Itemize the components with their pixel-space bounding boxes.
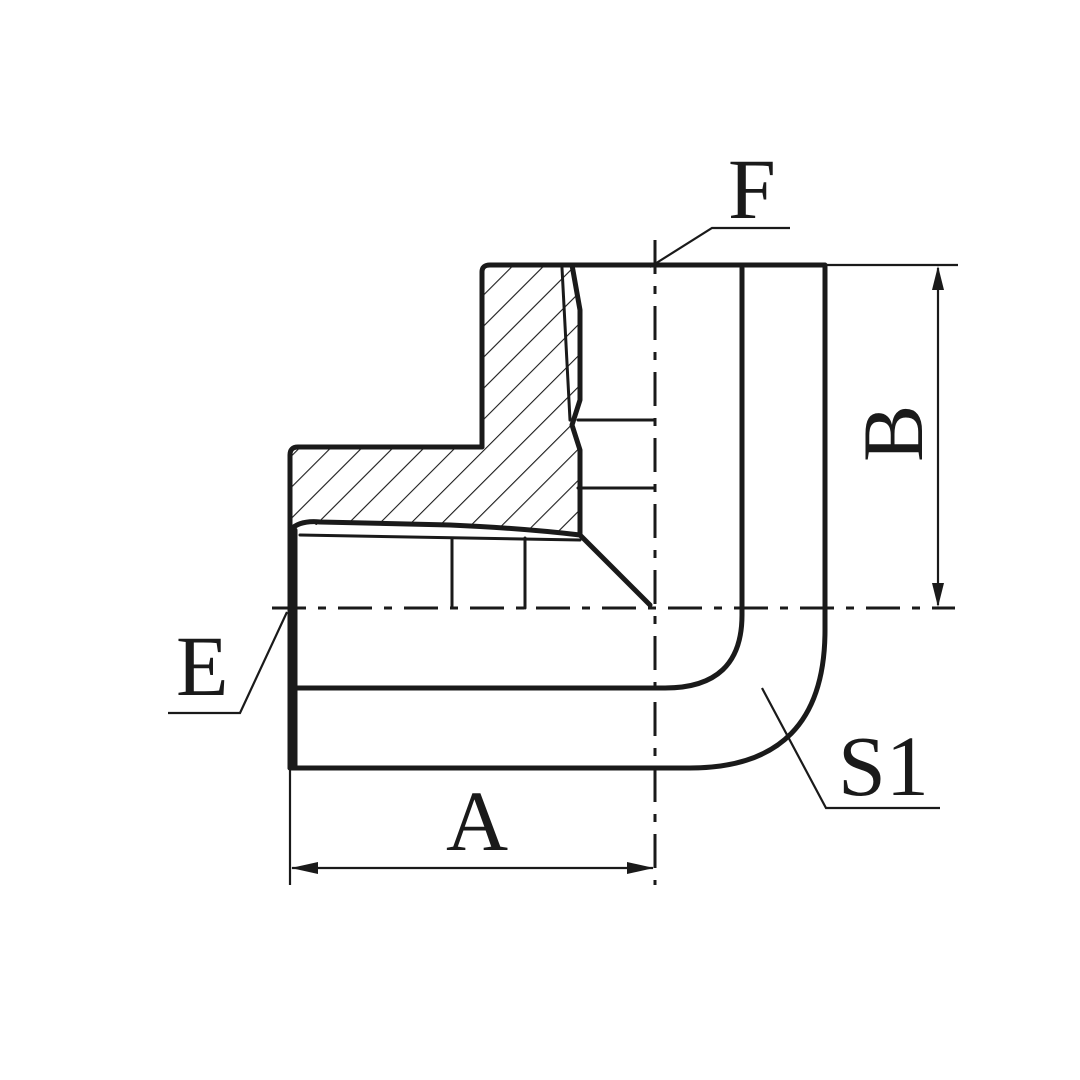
dim-b-arrow-top bbox=[932, 266, 944, 290]
hatched-section bbox=[290, 265, 580, 535]
dim-b-arrow-bottom bbox=[932, 583, 944, 607]
elbow-outer-curve bbox=[287, 607, 828, 771]
top-port-inner-wall bbox=[569, 262, 653, 608]
label-a: A bbox=[446, 773, 508, 869]
leader-f bbox=[649, 226, 790, 268]
leader-e bbox=[168, 611, 288, 715]
label-b: B bbox=[845, 405, 941, 462]
left-port-bore-top bbox=[287, 519, 583, 538]
left-port-bore-line bbox=[298, 533, 582, 542]
elbow-inner-curve bbox=[292, 265, 745, 691]
dim-a-arrow-right bbox=[627, 862, 654, 874]
left-boss-outline bbox=[287, 444, 485, 771]
upper-boss-outline bbox=[479, 262, 828, 613]
top-port-inner-line bbox=[560, 266, 572, 422]
dim-a-arrow-left bbox=[291, 862, 318, 874]
label-s1: S1 bbox=[838, 718, 929, 814]
leader-s1 bbox=[761, 687, 940, 810]
label-f: F bbox=[728, 141, 776, 237]
top-port-recess bbox=[576, 418, 657, 490]
label-e: E bbox=[176, 618, 229, 714]
left-port-recess bbox=[450, 536, 527, 610]
